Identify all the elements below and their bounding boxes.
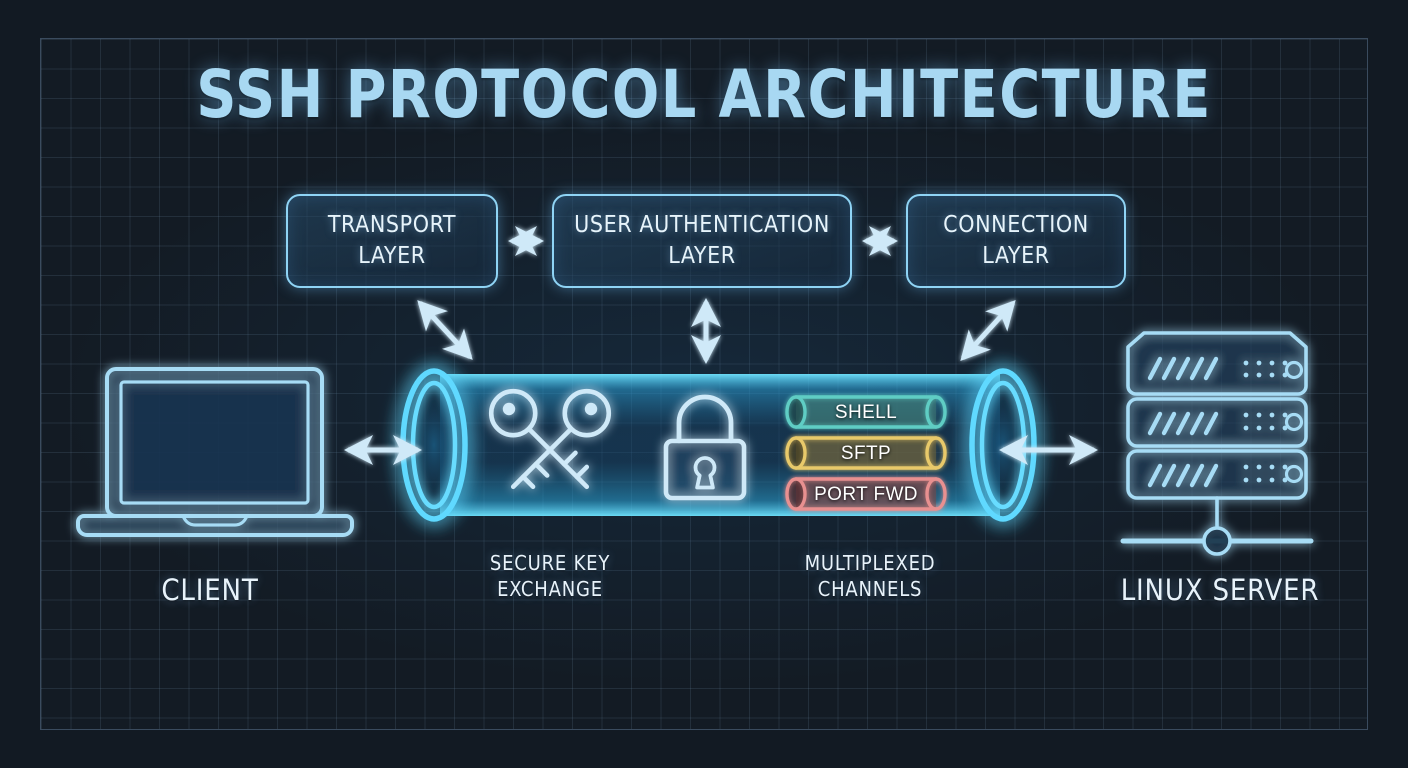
- layer-box-transport[interactable]: TRANSPORT LAYER: [286, 194, 498, 288]
- padlock-icon: [663, 394, 747, 501]
- channel-tube-sftp[interactable]: [785, 436, 947, 470]
- secure-key-exchange-label: SECURE KEY EXCHANGE: [489, 551, 611, 601]
- laptop-icon: [76, 367, 354, 537]
- server-label: LINUX SERVER: [1120, 573, 1320, 607]
- page-title: SSH PROTOCOL ARCHITECTURE: [196, 56, 1212, 133]
- server-rack-icon: [1120, 331, 1314, 556]
- arrow-connection-tunnel: [960, 300, 1016, 361]
- layer-box-user-authentication[interactable]: USER AUTHENTICATION LAYER: [552, 194, 852, 288]
- layer-box-connection-label: CONNECTION LAYER: [943, 211, 1089, 269]
- layer-box-user-authentication-label: USER AUTHENTICATION LAYER: [574, 211, 830, 269]
- crossed-keys-icon: [488, 388, 612, 490]
- multiplexed-channels-label: MULTIPLEXED CHANNELS: [804, 551, 936, 601]
- client-label: CLIENT: [161, 573, 259, 607]
- channel-tube-shell[interactable]: [785, 395, 947, 429]
- layer-box-transport-label: TRANSPORT LAYER: [327, 211, 457, 269]
- arrow-transport-tunnel: [417, 300, 473, 360]
- channel-tube-port-fwd[interactable]: [785, 477, 947, 511]
- layer-box-connection[interactable]: CONNECTION LAYER: [906, 194, 1126, 288]
